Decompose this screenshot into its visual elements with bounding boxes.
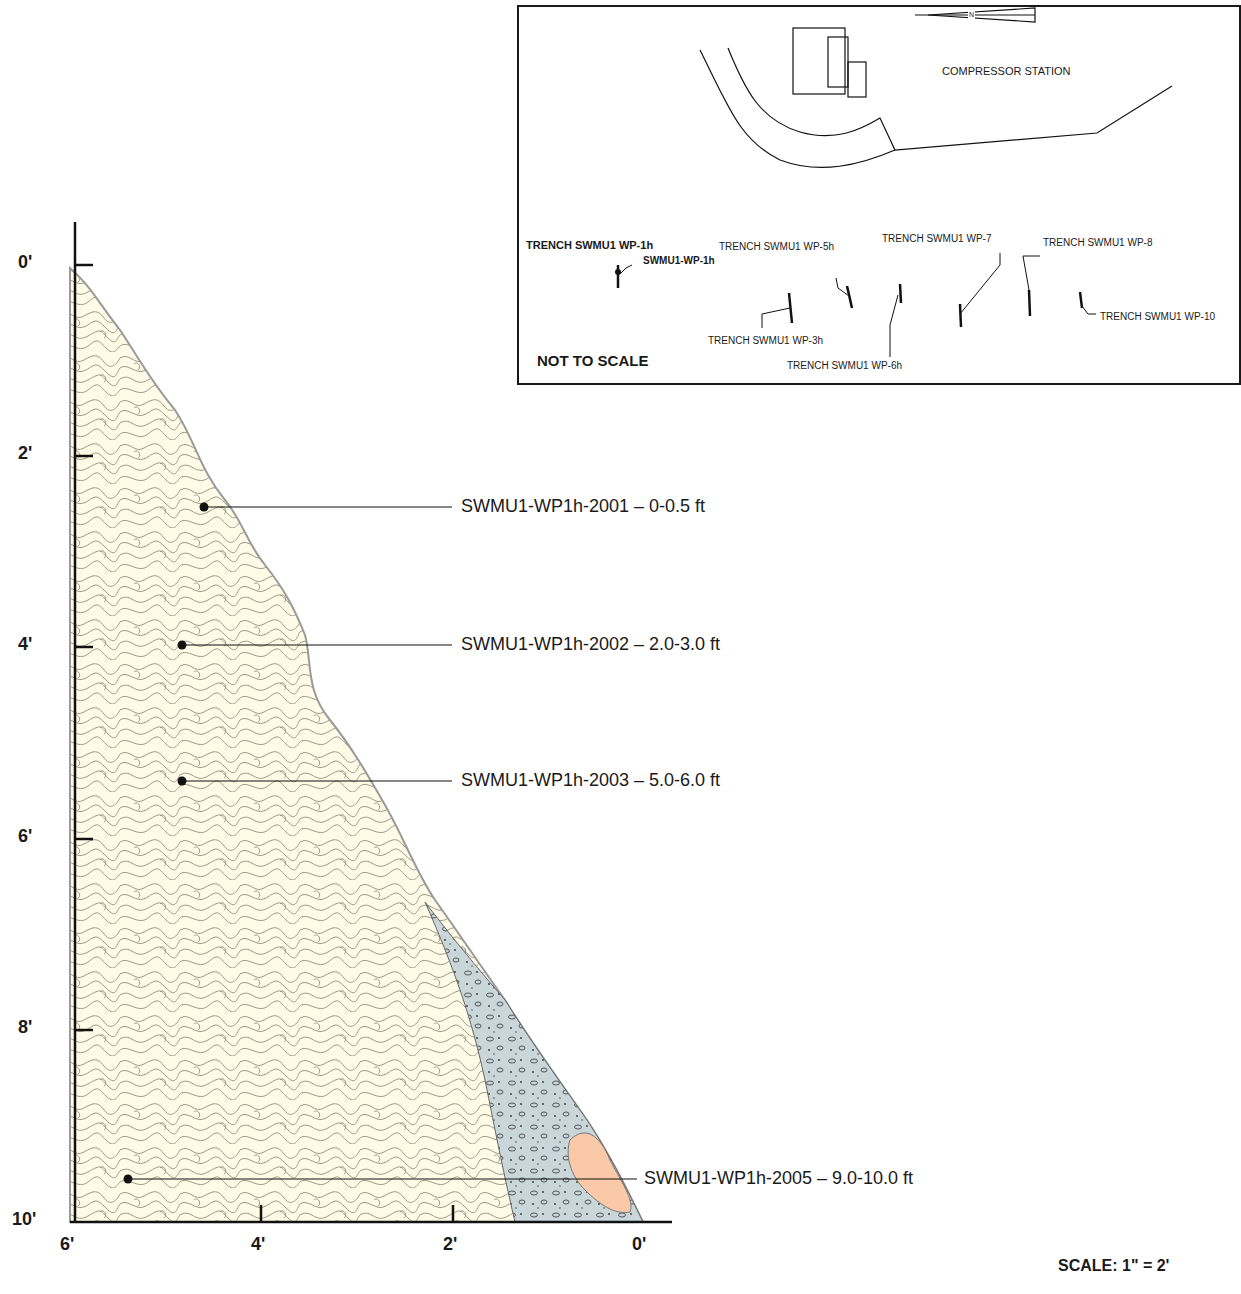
depth-tick-label: 2' [18, 444, 32, 464]
area-label: COMPRESSOR STATION [942, 65, 1071, 77]
trench-label: TRENCH SWMU1 WP-8 [1043, 237, 1152, 248]
width-tick-label: 2' [443, 1235, 457, 1255]
inset-location-map: COMPRESSOR STATION N TRENCH SWMU1 WP-1hSWM… [517, 5, 1241, 385]
sample-callout: SWMU1-WP1h-2002 – 2.0-3.0 ft [461, 635, 720, 655]
depth-tick-label: 0' [18, 253, 32, 273]
trench-label: TRENCH SWMU1 WP-1h [526, 239, 653, 251]
sample-location-label: SWMU1-WP-1h [643, 255, 715, 266]
sample-callout: SWMU1-WP1h-2001 – 0-0.5 ft [461, 497, 705, 517]
trench-label: TRENCH SWMU1 WP-3h [708, 335, 823, 346]
sample-callout: SWMU1-WP1h-2003 – 5.0-6.0 ft [461, 771, 720, 791]
trench-label: TRENCH SWMU1 WP-7 [882, 233, 991, 244]
trench-label: TRENCH SWMU1 WP-10 [1100, 311, 1215, 322]
north-letter: N [968, 11, 975, 19]
depth-tick-label: 10' [12, 1210, 36, 1230]
width-tick-label: 6' [60, 1235, 74, 1255]
width-tick-label: 4' [251, 1235, 265, 1255]
depth-tick-label: 6' [18, 827, 32, 847]
trench-label: TRENCH SWMU1 WP-5h [719, 241, 834, 252]
width-tick-label: 0' [632, 1235, 646, 1255]
scale-note: NOT TO SCALE [537, 353, 648, 370]
depth-tick-label: 8' [18, 1018, 32, 1038]
scale-note: SCALE: 1" = 2' [1058, 1257, 1169, 1275]
depth-tick-label: 4' [18, 635, 32, 655]
trench-label: TRENCH SWMU1 WP-6h [787, 360, 902, 371]
sample-callout: SWMU1-WP1h-2005 – 9.0-10.0 ft [644, 1169, 913, 1189]
